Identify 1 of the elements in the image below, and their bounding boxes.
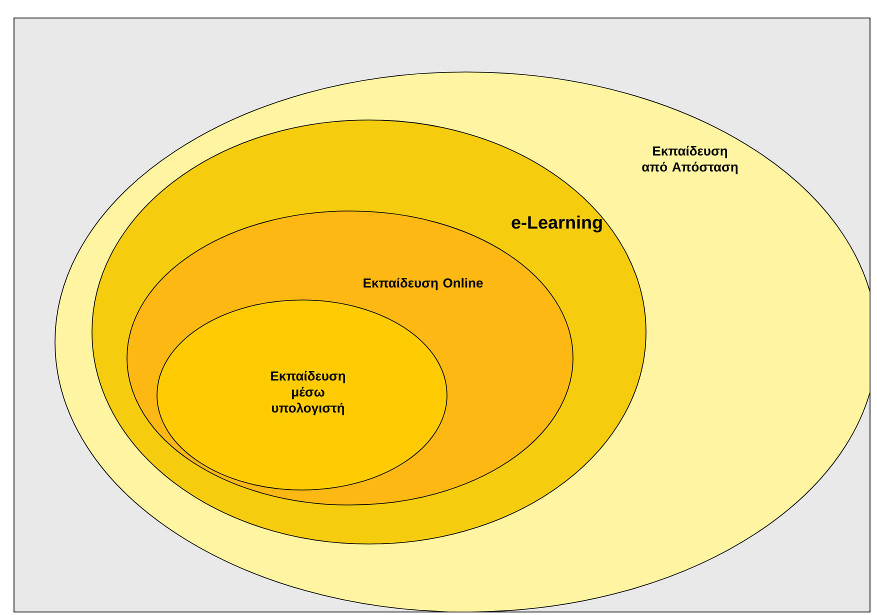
ellipse-region: Εκπαίδευση μέσω υπολογιστή xyxy=(156,300,448,490)
